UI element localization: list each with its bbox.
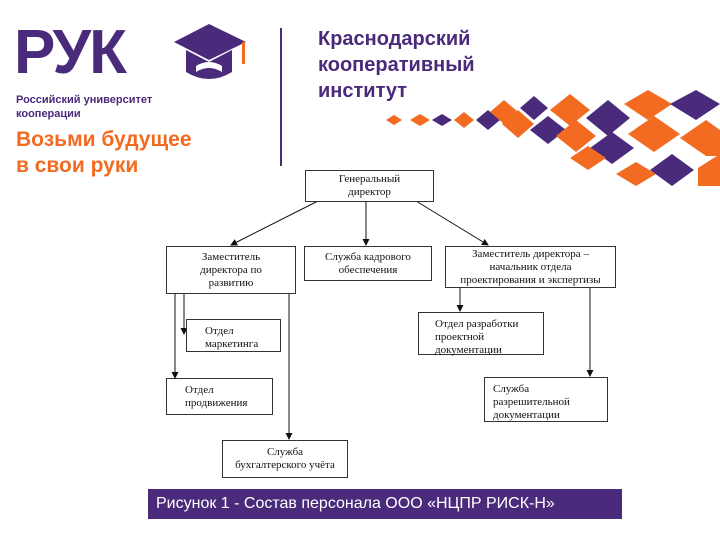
org-node-text: Отдел (185, 384, 214, 396)
org-node-text: Отдел разработки (435, 318, 519, 330)
org-node-text: развитию (208, 276, 254, 289)
org-node-text: директор (348, 186, 391, 198)
figure-caption: Рисунок 1 - Состав персонала ООО «НЦПР Р… (148, 489, 622, 519)
institute-name: Краснодарский кооперативный институт (318, 26, 558, 104)
decorative-diamond-pattern (386, 90, 720, 186)
org-node-text: Заместитель (201, 250, 261, 263)
university-name-line: Российский университет (16, 94, 153, 106)
institute-name-line: институт (318, 80, 408, 102)
org-node-permit-docs: Служба разрешительной документации (484, 377, 608, 422)
org-node-ceo: Генеральный директор (305, 170, 434, 202)
university-name: Российский университет кооперации (16, 93, 276, 121)
org-node-promotion: Отдел продвижения (166, 378, 273, 415)
org-node-text: обеспечения (338, 263, 398, 276)
org-node-text: проектирования и экспертизы (460, 273, 601, 286)
org-node-text: директора по (200, 263, 262, 276)
org-node-deputy-development: Заместитель директора по развитию (166, 246, 296, 294)
org-node-text: бухгалтерского учёта (235, 459, 335, 471)
org-node-hr-service: Служба кадрового обеспечения (304, 246, 432, 281)
org-node-text: проектной (435, 331, 485, 343)
connector-ceo-deputy-dev (230, 200, 319, 246)
org-node-text: Служба кадрового (325, 250, 411, 263)
graduation-cap-icon (174, 24, 246, 79)
org-node-deputy-design: Заместитель директора – начальник отдела… (445, 246, 616, 288)
org-node-text: Генеральный (338, 173, 401, 185)
slogan-line: в свои руки (16, 154, 139, 177)
org-node-text: маркетинга (205, 338, 259, 350)
org-node-text: Отдел (205, 325, 234, 337)
org-node-text: начальник отдела (489, 260, 572, 273)
org-node-accounting: Служба бухгалтерского учёта (222, 440, 348, 478)
org-node-text: Служба (493, 383, 530, 395)
connector-ceo-deputy-design (415, 200, 489, 246)
logo-ruk: РУК (14, 18, 127, 87)
institute-name-line: кооперативный (318, 54, 475, 76)
org-node-text: документации (493, 409, 560, 421)
header-divider (280, 28, 282, 166)
org-node-text: Заместитель директора – (472, 247, 589, 260)
org-node-text: разрешительной (493, 396, 570, 408)
org-node-text: продвижения (185, 397, 248, 409)
org-node-text: документации (435, 344, 502, 356)
org-node-doc-development: Отдел разработки проектной документации (418, 312, 544, 356)
org-node-marketing: Отдел маркетинга (186, 319, 281, 352)
slogan-line: Возьми будущее (16, 128, 192, 151)
slogan: Возьми будущее в свои руки (16, 127, 276, 179)
institute-name-line: Краснодарский (318, 28, 471, 50)
university-name-line: кооперации (16, 108, 81, 120)
org-node-text: Служба (266, 446, 304, 458)
